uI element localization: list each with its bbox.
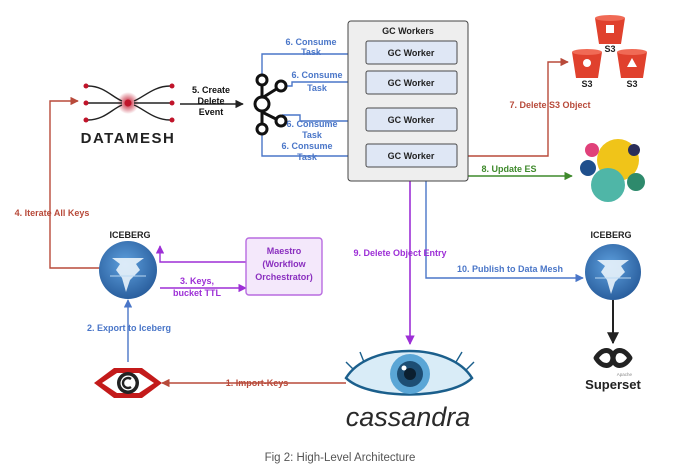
iceberg-right-title: ICEBERG xyxy=(590,230,631,240)
elasticsearch-icon xyxy=(580,139,645,202)
s3-label: S3 xyxy=(581,79,592,89)
superset-logo-text: Superset xyxy=(585,377,641,392)
maestro-subtitle-2: Orchestrator) xyxy=(255,272,313,282)
superset-prefix: Apache xyxy=(617,372,633,377)
iterate-keys-label: 4. Iterate All Keys xyxy=(15,208,90,218)
cassandra-logo-text: cassandra xyxy=(346,402,471,432)
consume-label-line-2: Task xyxy=(297,152,318,162)
update-es-label: 8. Update ES xyxy=(481,164,536,174)
edge-labels: 6. Consume Task 6. Consume Task 6. Consu… xyxy=(15,37,591,388)
gc-workers-title: GC Workers xyxy=(382,26,434,36)
create-delete-label-line-1: 5. Create xyxy=(192,85,230,95)
consume-arrow-4 xyxy=(261,132,363,161)
gc-worker-label: GC Worker xyxy=(388,115,435,125)
keys-ttl-arrow xyxy=(155,245,246,263)
consume-label-line-1: 6. Consume xyxy=(281,141,332,151)
gc-worker-box: GC Worker xyxy=(365,70,458,95)
maestro-title: Maestro xyxy=(267,246,302,256)
consume-arrow-1 xyxy=(261,49,363,80)
publish-arrow xyxy=(425,166,584,283)
consume-label-line-2: Task xyxy=(307,83,328,93)
kafka-icon xyxy=(253,73,288,136)
gc-worker-box: GC Worker xyxy=(365,107,458,132)
gc-worker-label: GC Worker xyxy=(388,48,435,58)
s3-bucket-icon: S3 xyxy=(595,15,625,54)
iterate-keys-arrow xyxy=(49,96,100,269)
create-delete-label-line-2: Delete xyxy=(197,96,224,106)
consume-label-line-1: 6. Consume xyxy=(291,70,342,80)
gc-workers-group: GC Workers GC Worker GC Worker GC Worker… xyxy=(347,20,469,182)
datamesh-logo: DATAMESH xyxy=(81,83,176,147)
consume-label-line-1: 6. Consume xyxy=(285,37,336,47)
delete-s3-arrow xyxy=(458,57,569,157)
iceberg-right: ICEBERG xyxy=(585,230,641,300)
delete-entry-label: 9. Delete Object Entry xyxy=(353,248,446,258)
consume-label-line-2: Task xyxy=(302,130,323,140)
publish-label: 10. Publish to Data Mesh xyxy=(457,264,563,274)
superset-icon xyxy=(593,348,633,368)
superset-logo: Apache Superset xyxy=(585,348,641,392)
consume-label-line-2: Task xyxy=(301,47,322,57)
delete-s3-label: 7. Delete S3 Object xyxy=(509,100,590,110)
eye-logo-icon xyxy=(94,368,162,398)
gc-worker-label: GC Worker xyxy=(388,78,435,88)
gc-worker-label: GC Worker xyxy=(388,151,435,161)
import-keys-label: 1. Import-Keys xyxy=(226,378,289,388)
create-delete-label-line-3: Event xyxy=(199,107,224,117)
gc-worker-box: GC Worker xyxy=(365,40,458,65)
s3-bucket-icon: S3 xyxy=(572,49,602,89)
consume-label-line-1: 6. Consume xyxy=(286,119,337,129)
iceberg-left: ICEBERG xyxy=(99,230,157,299)
export-iceberg-label: 2. Export to Iceberg xyxy=(87,323,171,333)
gc-worker-box: GC Worker xyxy=(365,143,458,168)
cassandra-logo: cassandra xyxy=(344,349,475,432)
iceberg-left-title: ICEBERG xyxy=(109,230,150,240)
keys-ttl-label-line-2: bucket TTL xyxy=(173,288,222,298)
datamesh-logo-text: DATAMESH xyxy=(81,130,176,147)
consume-arrow-3 xyxy=(282,114,363,126)
s3-label: S3 xyxy=(604,44,615,54)
maestro-box: Maestro (Workflow Orchestrator) xyxy=(245,237,323,296)
s3-bucket-icon: S3 xyxy=(617,49,647,89)
maestro-subtitle-1: (Workflow xyxy=(262,259,306,269)
keys-ttl-label-line-1: 3. Keys, xyxy=(180,276,214,286)
figure-caption: Fig 2: High-Level Architecture xyxy=(264,452,416,464)
s3-buckets: S3 S3 S3 xyxy=(572,15,647,89)
s3-label: S3 xyxy=(626,79,637,89)
